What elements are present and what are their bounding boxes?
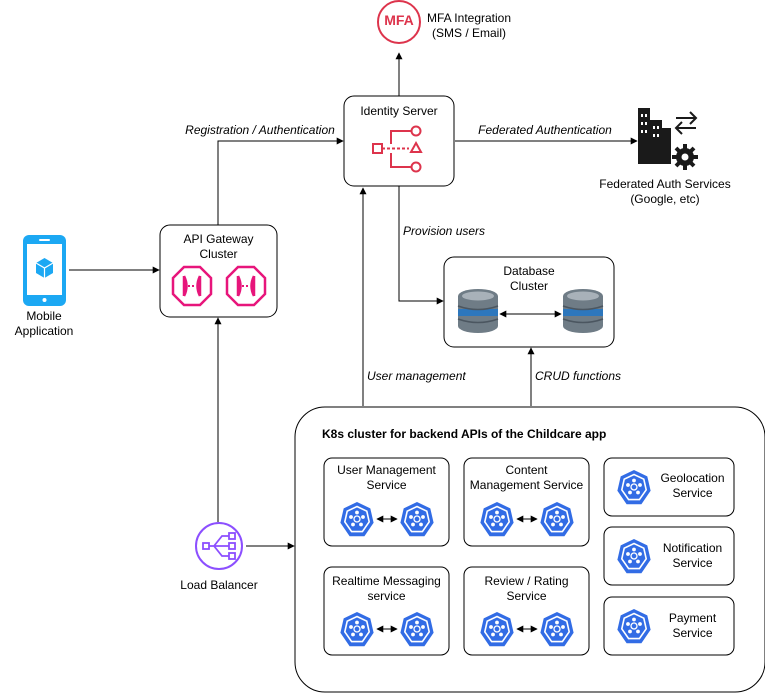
service-label-line2: Service bbox=[672, 556, 713, 570]
k8s-pod-pair bbox=[339, 611, 435, 648]
service-label-line2: Service bbox=[506, 589, 547, 603]
service-label-line1: Notification bbox=[662, 541, 723, 555]
edge-label-provision: Provision users bbox=[403, 224, 486, 238]
mobile-phone-icon bbox=[23, 235, 66, 306]
service-label-line1: Geolocation bbox=[660, 471, 725, 485]
load-balancer-label: Load Balancer bbox=[180, 578, 258, 592]
edge-label-crud: CRUD functions bbox=[535, 369, 622, 383]
database-label-line2: Cluster bbox=[509, 279, 548, 293]
service-label-line2: service bbox=[367, 589, 406, 603]
edge-label-user-management: User management bbox=[367, 369, 466, 383]
database-icon bbox=[457, 288, 499, 334]
api-gateway-label-line2: Cluster bbox=[199, 247, 238, 261]
service-label-line2: Service bbox=[672, 486, 713, 500]
mfa-title: MFA Integration bbox=[426, 11, 512, 25]
api-gateway-box bbox=[159, 224, 278, 318]
load-balancer-icon bbox=[195, 522, 243, 570]
service-label-line1: User Management bbox=[337, 463, 436, 477]
k8s-pod-pair bbox=[479, 611, 575, 648]
service-label-line1: Payment bbox=[668, 611, 717, 625]
edge-identity-to-database bbox=[398, 186, 444, 305]
mfa-badge-text: MFA bbox=[384, 12, 414, 28]
edge-label-registration: Registration / Authentication bbox=[185, 123, 335, 137]
mfa-icon bbox=[377, 0, 421, 44]
mobile-label-line1: Mobile bbox=[26, 309, 62, 323]
service-label-line2: Management Service bbox=[469, 478, 584, 492]
federated-label-line1: Federated Auth Services bbox=[599, 177, 731, 191]
k8s-pod-pair bbox=[339, 501, 435, 538]
api-gateway-label-line1: API Gateway bbox=[183, 232, 254, 246]
service-label-line2: Service bbox=[366, 478, 407, 492]
service-label-line1: Review / Rating bbox=[484, 574, 569, 588]
identity-server-box bbox=[343, 95, 455, 187]
identity-server-label: Identity Server bbox=[360, 104, 438, 118]
service-label-line1: Realtime Messaging bbox=[332, 574, 441, 588]
federated-label-line2: (Google, etc) bbox=[630, 192, 700, 206]
database-label-line1: Database bbox=[503, 264, 555, 278]
mobile-label-line2: Application bbox=[14, 324, 74, 338]
k8s-cluster-title: K8s cluster for backend APIs of the Chil… bbox=[322, 427, 607, 441]
edge-label-federated-auth: Federated Authentication bbox=[478, 123, 612, 137]
service-label-line1: Content bbox=[505, 463, 548, 477]
identity-flow-icon bbox=[372, 125, 423, 173]
database-icon bbox=[562, 288, 604, 334]
edge-gateway-to-identity bbox=[217, 137, 344, 225]
service-label-line2: Service bbox=[672, 626, 713, 640]
k8s-pod-pair bbox=[479, 501, 575, 538]
federated-building-icon bbox=[638, 108, 698, 170]
mfa-subtitle: (SMS / Email) bbox=[431, 26, 506, 40]
